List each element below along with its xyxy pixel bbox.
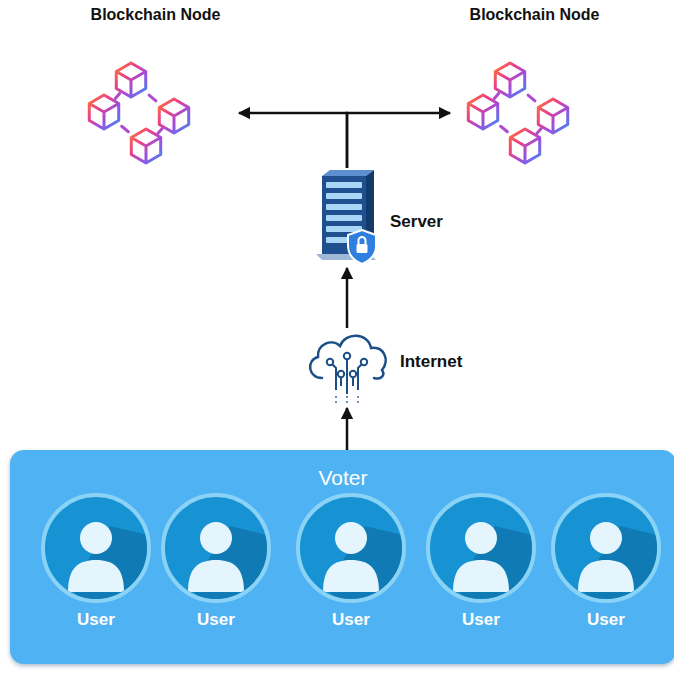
person-head — [465, 522, 497, 554]
person-body — [323, 560, 379, 592]
server-node: Server — [312, 168, 447, 268]
person-body — [453, 560, 509, 592]
block-cube — [159, 99, 188, 133]
circuit-dot — [327, 359, 333, 365]
chain-link — [537, 129, 541, 134]
person-head — [335, 522, 367, 554]
chain-link — [149, 95, 156, 101]
chain-link — [528, 95, 535, 101]
block-cube — [510, 129, 539, 163]
person-body — [578, 560, 634, 592]
person-body — [68, 560, 124, 592]
node-label: User — [289, 610, 413, 630]
arrow-connector — [239, 113, 347, 168]
block-cube — [468, 95, 497, 129]
block-cube — [538, 99, 567, 133]
signal-dots — [357, 396, 359, 406]
server-icon — [312, 168, 382, 268]
user-node: User — [419, 492, 543, 642]
chain-link — [501, 126, 508, 131]
server-slot — [326, 182, 362, 188]
node-label: Internet — [400, 352, 462, 372]
user-avatar — [419, 492, 543, 604]
user-node: User — [544, 492, 668, 642]
node-label: Server — [390, 212, 443, 232]
chain-link — [115, 93, 119, 98]
server-front — [322, 176, 366, 254]
node-label: User — [34, 610, 158, 630]
server-top — [322, 170, 374, 176]
internet-node: Internet — [300, 328, 467, 408]
server-slot — [326, 215, 362, 221]
circuit-line — [358, 362, 364, 390]
blockchain-icon — [450, 36, 619, 168]
chain-link — [494, 93, 498, 98]
signal-dots — [346, 396, 348, 406]
circuit-dot — [338, 371, 344, 377]
blockchain-node: Blockchain Node — [450, 6, 619, 168]
signal-dots — [335, 396, 337, 406]
user-node: User — [34, 492, 158, 642]
person-head — [80, 522, 112, 554]
arrow-connector — [346, 268, 349, 328]
block-cube — [131, 129, 160, 163]
user-avatar — [544, 492, 668, 604]
person-body — [188, 560, 244, 592]
circuit-dot — [361, 359, 367, 365]
node-label: Blockchain Node — [72, 6, 239, 24]
server-slot — [326, 204, 362, 210]
chain-link — [158, 129, 162, 134]
group-heading: Voter — [10, 466, 674, 490]
node-label: User — [419, 610, 543, 630]
user-avatar — [289, 492, 413, 604]
user-avatar — [154, 492, 278, 604]
voter-group: VoterUserUserUserUserUser — [10, 450, 674, 664]
lock-body — [357, 244, 368, 253]
user-avatar — [34, 492, 158, 604]
user-node: User — [154, 492, 278, 642]
person-head — [200, 522, 232, 554]
arrow-connector — [347, 113, 450, 168]
node-label: Blockchain Node — [450, 6, 619, 24]
circuit-dot — [344, 353, 350, 359]
circuit-line — [330, 362, 336, 390]
lock-shackle — [359, 237, 366, 244]
circuit-dot — [350, 371, 356, 377]
node-label: User — [544, 610, 668, 630]
blockchain-node: Blockchain Node — [72, 6, 239, 168]
person-head — [590, 522, 622, 554]
block-cube — [116, 63, 145, 97]
block-cube — [495, 63, 524, 97]
shield — [348, 230, 376, 264]
chain-link — [122, 126, 129, 131]
node-label: User — [154, 610, 278, 630]
blockchain-icon — [72, 36, 239, 168]
arrow-connector — [346, 408, 349, 450]
block-cube — [89, 95, 118, 129]
user-node: User — [289, 492, 413, 642]
circuit-line — [346, 356, 348, 394]
cloud-icon — [300, 328, 394, 408]
server-slot — [326, 193, 362, 199]
